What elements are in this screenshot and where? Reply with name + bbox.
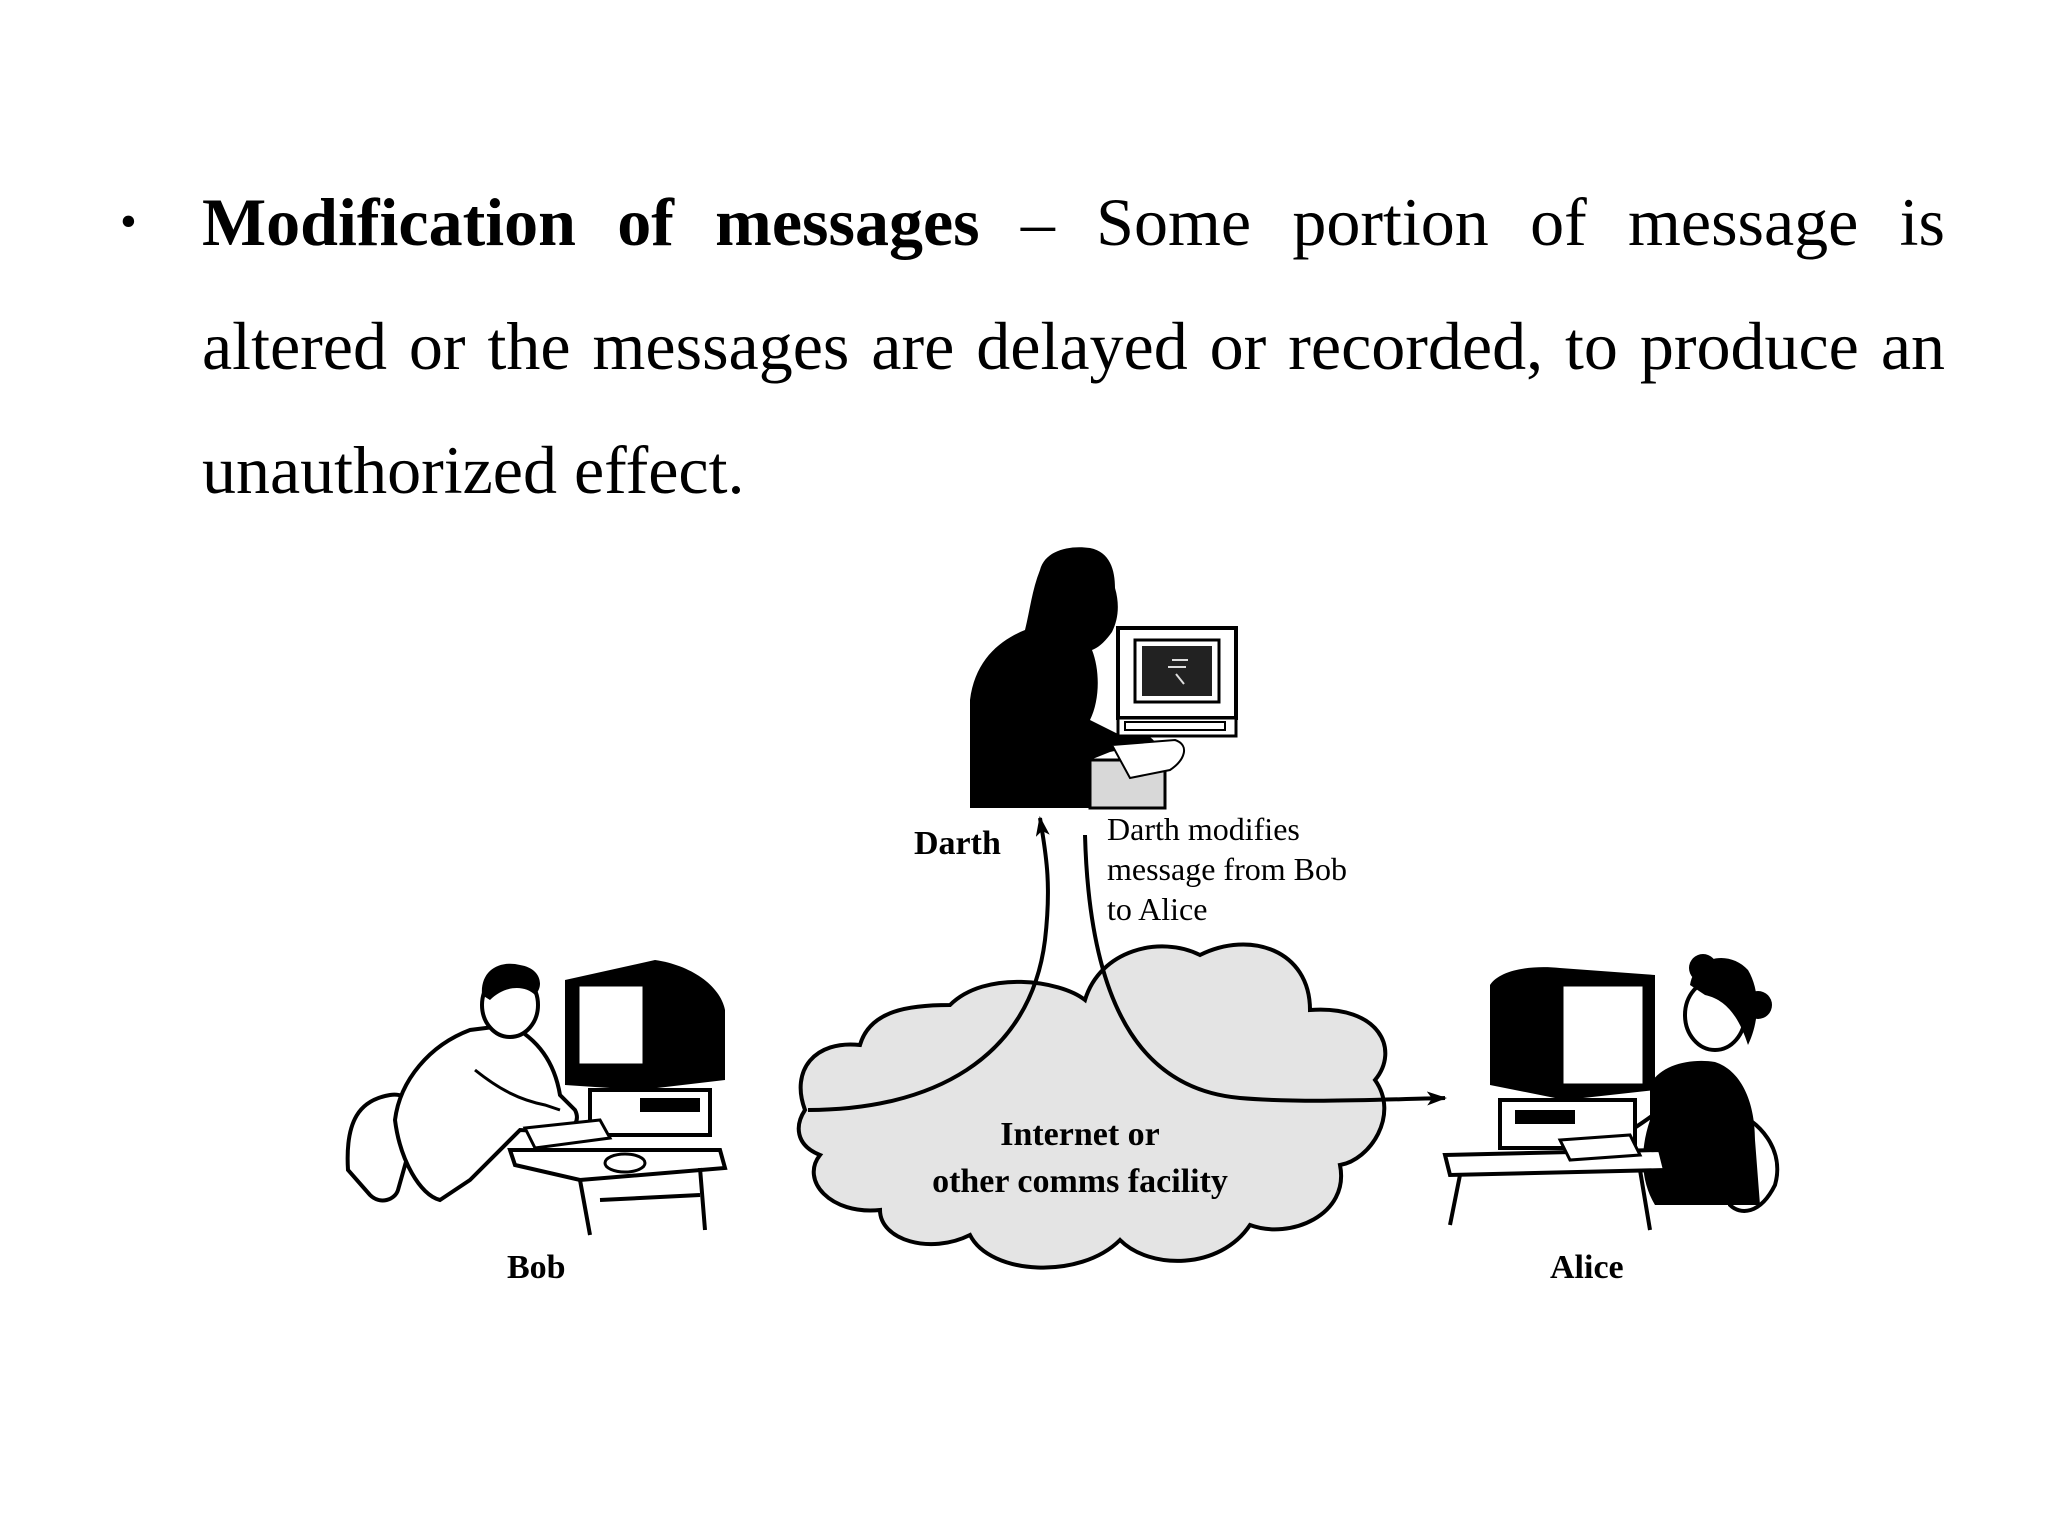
term-dash: – <box>979 184 1097 260</box>
terminal-icon <box>1116 626 1238 738</box>
bullet-symbol: • <box>120 195 137 248</box>
alice-monitor-icon <box>1490 967 1655 1150</box>
network-label-line-1: Internet or <box>1000 1116 1160 1153</box>
bob-desk-legs <box>578 1167 707 1236</box>
bob-body <box>392 1022 579 1203</box>
alice-figure <box>1442 954 1780 1231</box>
annotation-line-3: to Alice <box>1107 891 1207 927</box>
annotation-line-1: Darth modifies <box>1107 811 1300 847</box>
bullet-description: Some portion of message is altered or th… <box>202 184 1946 508</box>
alice-body <box>1643 1060 1760 1205</box>
alice-label: Alice <box>1550 1249 1624 1286</box>
bullet-term: Modification of messages <box>202 184 980 260</box>
message-path-to-darth <box>807 816 1050 1112</box>
slide-text: • Modification of messages – Some portio… <box>120 160 1945 532</box>
bob-hair <box>481 963 540 1000</box>
alice-desk-legs <box>1448 1169 1652 1231</box>
darth-silhouette <box>970 547 1155 808</box>
bob-monitor-icon <box>565 960 725 1137</box>
darth-paper <box>1110 738 1185 780</box>
message-path-to-alice <box>1083 834 1447 1106</box>
bullet-item: • Modification of messages – Some portio… <box>120 160 1945 532</box>
bob-label: Bob <box>507 1249 566 1286</box>
network-label-line-2: other comms facility <box>932 1163 1228 1200</box>
bob-keyboard <box>522 1118 613 1150</box>
bob-mouse <box>603 1152 647 1174</box>
darth-label: Darth <box>914 825 1001 862</box>
annotation-line-2: message from Bob <box>1107 851 1347 887</box>
network-cloud: Internet or other comms facility <box>796 942 1388 1270</box>
darth-figure <box>970 547 1238 810</box>
bullet-body: Modification of messages – Some portion … <box>202 160 1945 532</box>
alice-hair-bun-1 <box>1689 954 1717 982</box>
cloud-shape <box>796 942 1388 1270</box>
bob-figure <box>345 960 728 1236</box>
alice-keyboard <box>1557 1133 1643 1162</box>
bob-arm <box>474 1068 561 1112</box>
alice-hair-bun-2 <box>1744 991 1772 1019</box>
